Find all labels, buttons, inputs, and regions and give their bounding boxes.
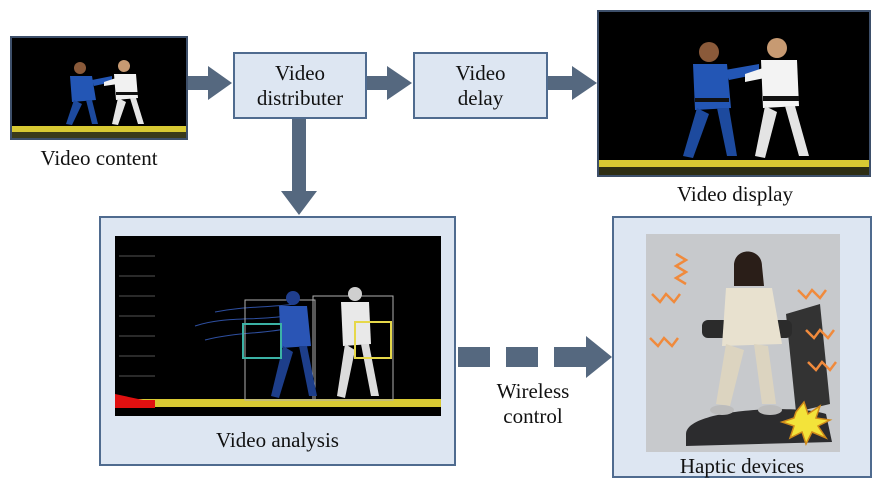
video-delay-node: Video delay: [413, 52, 548, 119]
judo-display-image: [599, 12, 869, 175]
wireless-control-line1: Wireless: [496, 379, 570, 403]
arrow-wireless-dashed: [458, 336, 612, 378]
video-delay-line1: Video: [455, 60, 506, 85]
wireless-control-label: Wireless control: [478, 377, 588, 431]
video-distributer-line2: distributer: [256, 85, 344, 110]
video-distributer-line1: Video: [274, 60, 326, 85]
video-distributer-text: Video distributer: [235, 54, 365, 117]
video-display-label: Video display: [677, 182, 793, 206]
arrow-distributer-to-delay: [367, 66, 412, 100]
video-content-label: Video content: [40, 146, 158, 170]
video-content-node: [10, 36, 188, 140]
haptic-devices-node: Haptic devices: [612, 216, 872, 478]
arrow-delay-to-display: [548, 66, 597, 100]
video-delay-text: Video delay: [415, 54, 546, 117]
wireless-control-line2: control: [503, 404, 563, 428]
judo-thumbnail-small: [12, 38, 186, 138]
video-display-node: [597, 10, 871, 177]
analysis-frame-image: [115, 236, 441, 416]
video-analysis-node: Video analysis: [99, 216, 456, 466]
video-analysis-label: Video analysis: [216, 428, 339, 452]
arrow-distributer-to-analysis: [281, 119, 317, 215]
haptic-chair-image: [646, 234, 840, 452]
video-delay-line2: delay: [457, 85, 504, 110]
haptic-devices-label: Haptic devices: [679, 454, 805, 478]
arrow-content-to-distributer: [188, 66, 232, 100]
video-distributer-node: Video distributer: [233, 52, 367, 119]
